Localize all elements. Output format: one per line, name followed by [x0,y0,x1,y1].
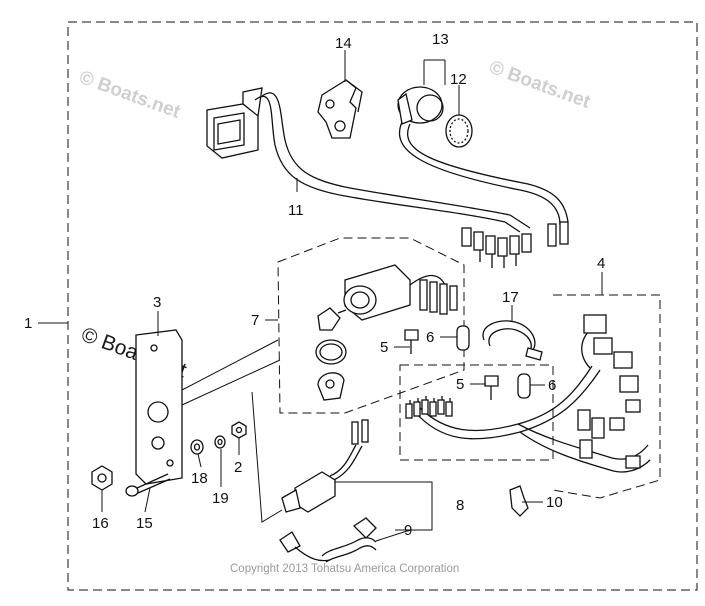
washer-part [190,439,204,455]
pin-part-lower [484,375,499,400]
callout-1: 1 [24,315,32,332]
callout-labels: 1 2 3 4 5 5 6 6 7 8 9 10 11 12 13 14 15 … [24,31,605,539]
callout-14: 14 [335,35,352,52]
group-box-7 [277,237,465,414]
ignition-switch-part [343,264,458,321]
callout-3: 3 [153,294,161,311]
rubber-cap-part [445,114,473,148]
callout-16: 16 [92,515,109,532]
connector-bundle-11 [461,227,532,268]
callout-15: 15 [136,515,153,532]
sleeve-part-lower [517,373,531,399]
callout-6-upper: 6 [426,329,434,346]
pin-part-upper [404,329,419,354]
callout-10: 10 [546,494,563,511]
key-switch-part [397,86,569,247]
callout-18: 18 [191,470,208,487]
callout-5-upper: 5 [380,339,388,356]
callout-8: 8 [456,497,464,514]
ignition-key-part [317,307,347,331]
main-harness-part [405,314,651,473]
callout-9: 9 [404,522,412,539]
switch-box-assembly [206,87,532,268]
nut-part [91,465,113,491]
group-box-4 [399,294,661,499]
callout-6-lower: 6 [548,377,556,394]
small-nut-part [231,421,247,439]
bracket-part [317,79,363,139]
callout-12: 12 [450,71,467,88]
copyright-notice: Copyright 2013 Tohatsu America Corporati… [230,563,459,575]
leader-lines [38,50,603,542]
callout-2: 2 [234,459,242,476]
key-cap-part [317,372,345,401]
callout-5-lower: 5 [456,376,464,393]
clamp-part [482,320,543,361]
assembly-frame [67,21,698,591]
callout-19: 19 [212,490,229,507]
callout-17: 17 [502,289,519,306]
callout-11: 11 [288,202,304,219]
clip-part [509,485,529,517]
o-ring-part [315,339,347,365]
callout-13: 13 [432,31,449,48]
watermark-top-right: © Boats.net [486,57,593,113]
callout-7: 7 [251,312,259,329]
sleeve-part-upper [456,325,470,351]
panel-plate-part [135,329,183,485]
callout-4: 4 [597,255,605,272]
lanyard-part [279,517,377,563]
lock-washer-part [214,435,226,449]
watermark-top-left: © Boats.net [76,67,183,123]
stop-switch-part [281,419,369,513]
screw-part [125,473,171,497]
